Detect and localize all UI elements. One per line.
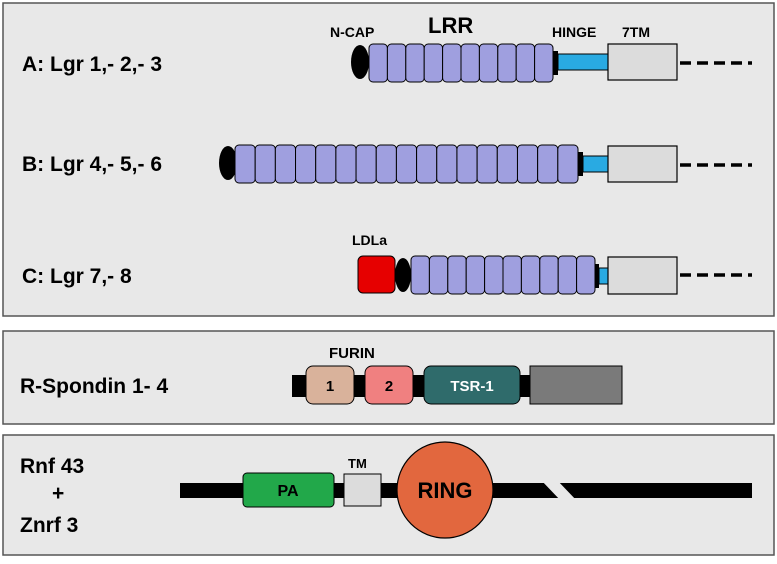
lrr-repeat xyxy=(375,144,397,184)
row-c-hinge-linker xyxy=(595,264,599,288)
tsr1-domain xyxy=(423,365,521,405)
lrr-repeat xyxy=(496,144,518,184)
ncap-label: N-CAP xyxy=(330,24,374,40)
furin-domain-2-label: 2 xyxy=(385,378,393,395)
furin-domain-2 xyxy=(364,365,414,405)
row-c-hinge xyxy=(598,267,609,285)
row-a-hinge xyxy=(557,53,609,71)
ring-label: RING xyxy=(418,478,473,503)
lrr-repeat xyxy=(395,144,418,184)
lrr-repeat xyxy=(557,255,578,295)
lrr-repeat xyxy=(423,43,444,83)
row-c-lrr-repeats xyxy=(410,255,596,295)
row-a-hinge-linker xyxy=(553,51,558,75)
tm-label: TM xyxy=(348,456,367,471)
row-a-ncap xyxy=(351,45,369,79)
lrr-repeat xyxy=(576,255,596,295)
pa-domain xyxy=(242,472,335,508)
lrr-repeat xyxy=(456,144,478,184)
tm7-label: 7TM xyxy=(622,24,650,40)
row-a-7tm xyxy=(607,43,678,81)
lrr-repeat xyxy=(405,43,425,83)
lrr-repeat xyxy=(254,144,276,184)
lrr-repeat xyxy=(534,43,554,83)
lrr-repeat xyxy=(442,43,462,83)
lrr-repeat xyxy=(436,144,458,184)
row-a-label: A: Lgr 1,- 2,- 3 xyxy=(22,53,162,76)
lrr-repeat xyxy=(557,144,579,184)
row-b-7tm xyxy=(607,145,678,183)
lrr-label: LRR xyxy=(428,13,473,38)
lrr-repeat xyxy=(335,144,357,184)
row-c-ldla xyxy=(357,255,396,294)
lrr-repeat xyxy=(410,255,430,295)
tm-domain xyxy=(343,473,382,507)
lrr-repeat xyxy=(539,255,559,295)
row-a-lrr-repeats xyxy=(368,43,554,83)
lrr-repeat xyxy=(478,43,499,83)
lrr-repeat xyxy=(386,43,407,83)
lrr-repeat xyxy=(428,255,449,295)
row-c-7tm xyxy=(607,256,678,295)
ring-domain xyxy=(396,441,494,539)
furin-domain-1 xyxy=(305,365,355,405)
row-b-hinge-linker xyxy=(578,152,583,176)
tsr1-label: TSR-1 xyxy=(450,378,493,395)
lrr-repeat xyxy=(476,144,498,184)
furin-domain-1-label: 1 xyxy=(326,378,334,395)
lrr-repeat xyxy=(537,144,559,184)
lrr-repeat xyxy=(502,255,522,295)
lrr-repeat xyxy=(416,144,438,184)
rnf-line3: Znrf 3 xyxy=(20,514,78,537)
lrr-repeat xyxy=(315,144,337,184)
lrr-repeat xyxy=(515,43,536,83)
lrr-repeat xyxy=(355,144,377,184)
lrr-repeat xyxy=(484,255,504,295)
pa-label: PA xyxy=(277,483,298,500)
rspondin-c-terminal xyxy=(529,365,623,405)
row-c-label: C: Lgr 7,- 8 xyxy=(22,265,132,288)
lrr-repeat xyxy=(497,43,517,83)
rspondin-label: R-Spondin 1- 4 xyxy=(20,375,168,398)
lrr-repeat xyxy=(447,255,467,295)
lrr-repeat xyxy=(460,43,480,83)
lrr-repeat xyxy=(295,144,317,184)
row-b-lrr-repeats xyxy=(234,144,579,184)
lrr-repeat xyxy=(368,43,388,83)
lrr-repeat xyxy=(234,144,256,184)
lrr-repeat xyxy=(520,255,541,295)
row-b-label: B: Lgr 4,- 5,- 6 xyxy=(22,153,162,176)
lrr-repeat xyxy=(465,255,486,295)
furin-label: FURIN xyxy=(329,345,375,362)
ldla-label: LDLa xyxy=(352,232,387,248)
rnf-line1: Rnf 43 xyxy=(20,455,84,478)
hinge-label: HINGE xyxy=(552,24,596,40)
row-b-ncap xyxy=(219,146,237,180)
rnf-backbone-break xyxy=(540,479,578,502)
row-c-ncap xyxy=(395,258,411,292)
row-b-hinge xyxy=(582,155,609,173)
lrr-repeat xyxy=(274,144,297,184)
rnf-line2: + xyxy=(52,482,64,505)
lrr-repeat xyxy=(516,144,539,184)
